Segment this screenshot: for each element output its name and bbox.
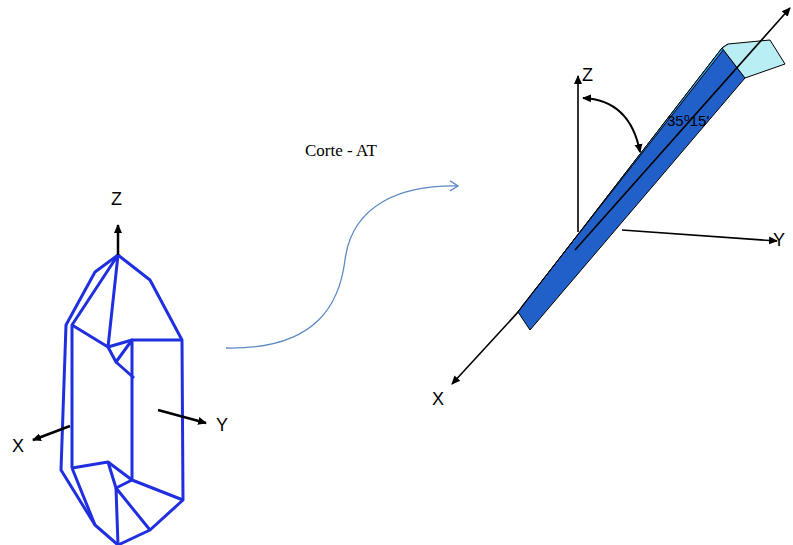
axis-label: Y <box>216 416 228 434</box>
at-cut-plate <box>518 40 785 330</box>
quartz-crystal <box>61 255 183 545</box>
axis-label: X <box>12 437 24 455</box>
axis-label: Z <box>582 66 593 84</box>
axis-label: X <box>432 390 444 408</box>
cut-label: Corte - AT <box>305 142 377 159</box>
axis-label: Y <box>773 231 785 249</box>
axis-label: Z <box>111 190 122 208</box>
angle-label: 35⁰15' <box>667 113 709 128</box>
